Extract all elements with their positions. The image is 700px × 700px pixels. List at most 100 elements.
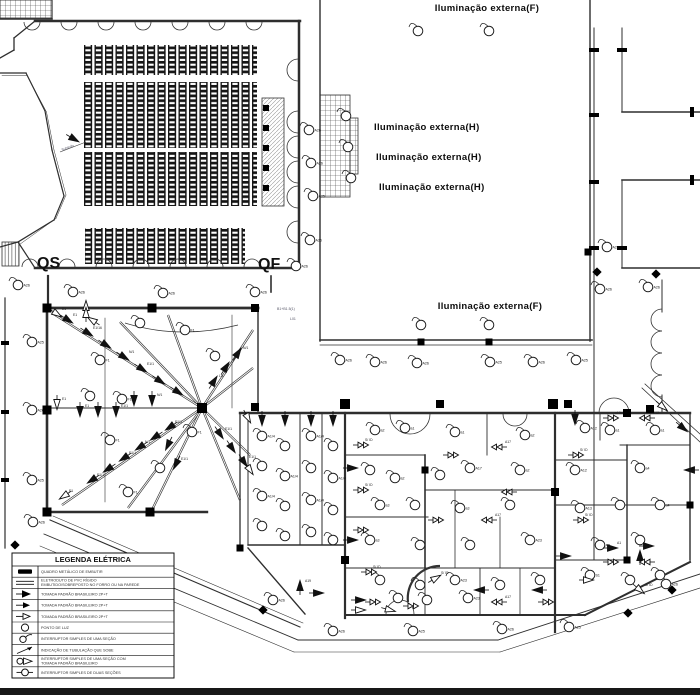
svg-text:A25: A25	[319, 195, 325, 199]
svg-text:A19: A19	[305, 579, 311, 583]
outlet-double	[403, 602, 420, 610]
light-point	[449, 426, 461, 438]
svg-text:S1: S1	[596, 574, 600, 578]
svg-text:A25: A25	[575, 626, 581, 630]
outlet-filled	[164, 421, 178, 431]
outlet-open	[351, 606, 367, 614]
svg-text:E1/1: E1/1	[121, 404, 128, 408]
svg-text:F1: F1	[128, 398, 132, 402]
svg-text:E1/1: E1/1	[249, 455, 256, 459]
light-point	[27, 516, 39, 528]
svg-text:a4: a4	[646, 467, 650, 471]
outlet-filled	[214, 426, 224, 440]
light-point	[116, 393, 128, 405]
double-door-swing	[95, 258, 105, 268]
svg-text:Subindo: Subindo	[61, 144, 74, 152]
seat-block	[83, 45, 257, 75]
wall-tick	[1, 478, 9, 482]
column-diamond	[651, 269, 661, 279]
label-iluminacao-externa-f-top: Iluminação externa(F)	[434, 3, 540, 14]
light-point	[654, 569, 666, 581]
light-point	[421, 594, 433, 606]
svg-text:F1: F1	[116, 439, 120, 443]
outlet-double	[443, 451, 460, 459]
light-point	[574, 502, 586, 514]
outlet-filled	[683, 466, 699, 474]
legend-row-text: INDICAÇÃO DE TUBULAÇÃO QUE SOBE	[41, 647, 114, 652]
svg-text:A1/4: A1/4	[268, 495, 275, 499]
svg-text:A26: A26	[606, 288, 612, 292]
svg-text:N/1: N/1	[157, 393, 162, 397]
light-point	[570, 354, 582, 366]
svg-text:S/ ID: S/ ID	[645, 583, 653, 587]
outlet-double	[638, 558, 655, 566]
light-point	[327, 440, 339, 452]
double-door-swing	[23, 21, 33, 31]
column	[646, 405, 654, 413]
light-point	[504, 499, 516, 511]
light-point	[304, 234, 316, 246]
svg-text:A26: A26	[539, 361, 545, 365]
svg-text:S/ ID: S/ ID	[585, 513, 593, 517]
light-point	[534, 574, 546, 586]
column	[263, 125, 269, 131]
quadro-icon	[18, 569, 32, 574]
column	[436, 400, 444, 408]
svg-text:A13: A13	[586, 507, 592, 511]
light-point	[614, 499, 626, 511]
outlet-filled	[164, 436, 174, 452]
svg-text:S/ ID: S/ ID	[373, 565, 381, 569]
door-swing	[650, 330, 663, 354]
wall-tick	[589, 180, 599, 184]
svg-text:A26: A26	[654, 286, 660, 290]
column	[421, 466, 429, 474]
column	[42, 405, 52, 415]
double-door-swing	[169, 258, 179, 268]
svg-text:L01: L01	[290, 317, 296, 321]
svg-text:A1/4: A1/4	[317, 435, 324, 439]
outlet-double	[353, 441, 370, 449]
outlet-double	[480, 516, 497, 524]
column	[623, 409, 631, 417]
legend-row-text: TOMADA PADRÃO BRASILEIRO 2P+T	[41, 591, 109, 596]
column-diamond	[258, 605, 268, 615]
wall-tick	[617, 246, 627, 250]
light-point	[342, 141, 354, 153]
light-point	[26, 404, 38, 416]
light-point	[642, 281, 654, 293]
light-point	[84, 390, 96, 402]
svg-text:A25: A25	[38, 479, 44, 483]
outlet-filled	[60, 314, 74, 324]
column	[42, 507, 52, 517]
double-door-swing	[171, 21, 181, 31]
svg-text:A26: A26	[79, 291, 85, 295]
column-diamond	[592, 267, 602, 277]
light-point	[122, 486, 134, 498]
outlet-filled	[148, 391, 156, 407]
svg-text:A26: A26	[315, 129, 321, 133]
svg-text:B1+B1.5(1): B1+B1.5(1)	[277, 307, 295, 311]
light-point	[334, 354, 346, 366]
wall-tick	[617, 48, 627, 52]
outlet-open	[242, 409, 252, 425]
light-point	[134, 317, 146, 329]
svg-text:a12: a12	[615, 411, 621, 415]
light-point	[496, 623, 508, 635]
light-point	[279, 470, 291, 482]
light-point	[660, 578, 672, 590]
light-point	[634, 462, 646, 474]
doors-layer	[21, 21, 663, 615]
column	[485, 338, 493, 346]
svg-text:F1: F1	[191, 329, 195, 333]
light-point	[624, 574, 636, 586]
light-point	[327, 625, 339, 637]
column-diamond	[10, 540, 20, 550]
outlet-filled	[571, 410, 579, 426]
svg-text:A17: A17	[505, 595, 511, 599]
double-door-swing	[598, 397, 615, 414]
column	[145, 507, 155, 517]
column	[251, 304, 259, 312]
svg-text:A26: A26	[302, 265, 308, 269]
outlet-filled	[76, 402, 84, 418]
svg-text:E1/1: E1/1	[225, 427, 232, 431]
